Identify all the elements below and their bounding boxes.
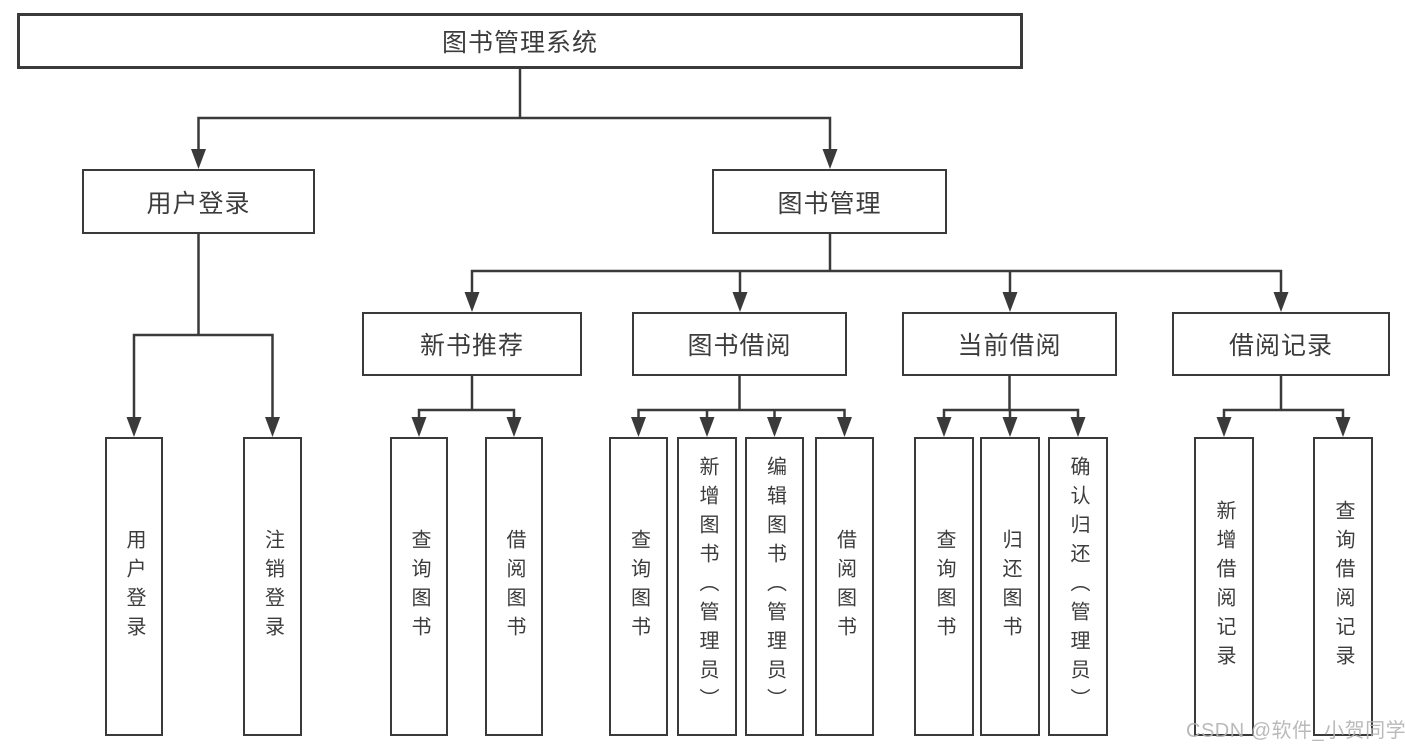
node-cb-confirm-return-admin: 确认归还（管理员） <box>1048 437 1108 736</box>
node-current-borrowing: 当前借阅 <box>902 312 1117 376</box>
node-nb-query-books: 查询图书 <box>390 437 448 736</box>
leaf-label: 查询图书 <box>933 528 955 645</box>
node-bb-edit-books-admin: 编辑图书（管理员） <box>745 437 804 736</box>
node-book-borrowing: 图书借阅 <box>632 312 847 376</box>
leaf-label: 用户登录 <box>123 528 145 645</box>
node-cb-return-books: 归还图书 <box>980 437 1040 736</box>
leaf-label: 查询图书 <box>408 528 430 645</box>
node-leaf-user-login: 用户登录 <box>105 437 163 736</box>
leaf-label: 查询借阅记录 <box>1332 499 1354 674</box>
node-nb-borrow-books: 借阅图书 <box>485 437 543 736</box>
leaf-label: 新增借阅记录 <box>1213 499 1235 674</box>
node-borrowing-records: 借阅记录 <box>1172 312 1390 376</box>
leaf-label: 注销登录 <box>261 528 284 645</box>
watermark: CSDN @软件_小贺同学 <box>1186 720 1405 742</box>
leaf-label: 归还图书 <box>999 528 1021 645</box>
node-br-query-record: 查询借阅记录 <box>1313 437 1373 736</box>
node-new-book-recommend: 新书推荐 <box>362 312 582 376</box>
leaf-label: 借阅图书 <box>503 528 525 645</box>
node-cb-query-books: 查询图书 <box>914 437 974 736</box>
leaf-label: 新增图书（管理员） <box>696 456 718 717</box>
node-bb-query-books: 查询图书 <box>609 437 668 736</box>
node-book-management: 图书管理 <box>712 169 947 234</box>
leaf-label: 编辑图书（管理员） <box>763 456 786 717</box>
node-br-add-record: 新增借阅记录 <box>1194 437 1254 736</box>
node-root: 图书管理系统 <box>17 13 1023 69</box>
leaf-label: 借阅图书 <box>833 528 856 645</box>
node-user-login: 用户登录 <box>82 169 315 234</box>
node-leaf-logout: 注销登录 <box>243 437 302 736</box>
node-bb-add-books-admin: 新增图书（管理员） <box>677 437 737 736</box>
node-bb-borrow-books: 借阅图书 <box>815 437 874 736</box>
leaf-label: 确认归还（管理员） <box>1067 456 1089 717</box>
leaf-label: 查询图书 <box>627 528 650 645</box>
